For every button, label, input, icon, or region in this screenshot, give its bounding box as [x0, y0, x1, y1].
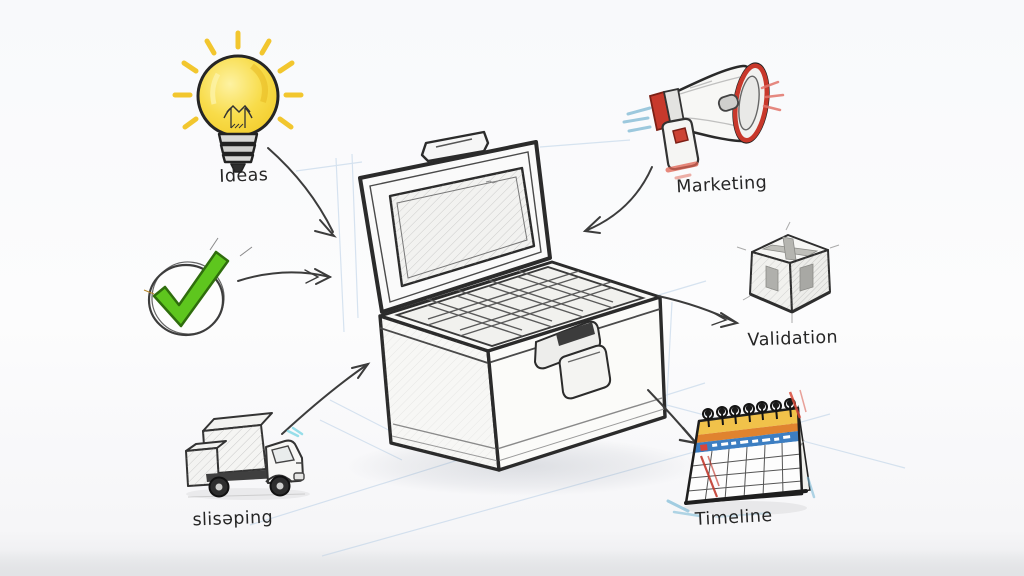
marketing-label: Marketing: [676, 173, 768, 198]
cooler-latch: [533, 320, 612, 400]
megaphone-driver: [717, 93, 740, 112]
tape-tab: [765, 265, 779, 292]
package-box-icon: [736, 221, 840, 323]
cooler-lid: [358, 130, 552, 314]
calendar-blue-accents: [666, 476, 816, 518]
divider-grid: [426, 270, 614, 337]
calendar-header-marks: [712, 435, 791, 447]
arrow-marketing-to-center: [582, 166, 653, 234]
arrow-center-to-validation: [657, 295, 740, 328]
checkmark-icon: [143, 237, 253, 337]
calendar-red-accent: [788, 391, 802, 419]
delivery-truck-icon: [185, 412, 310, 500]
bulb-screw-base: [217, 132, 259, 173]
tape-tab: [799, 263, 814, 292]
calendar-spiral-rings: [702, 398, 796, 428]
lid-scribble: [485, 180, 499, 184]
lightbulb-icon: [172, 30, 304, 173]
desk-calendar-icon: [666, 389, 816, 518]
megaphone-red-lines: [760, 80, 785, 112]
calendar-red-mark: [699, 455, 719, 498]
arrow-check-to-center: [237, 268, 333, 285]
timeline-label: Timeline: [693, 506, 773, 530]
megaphone-handle: [661, 117, 700, 171]
check-glyph: [152, 250, 230, 328]
truck-cyan-accent: [286, 426, 304, 438]
ideas-label: Ideas: [219, 165, 269, 187]
arrows: [237, 147, 740, 445]
megaphone-icon: [622, 62, 785, 180]
arrow-ideas-to-center: [267, 147, 337, 238]
shipping-label: slisəping: [192, 508, 273, 531]
arrow-shipping-to-center: [281, 362, 371, 435]
bulb-rays: [172, 30, 304, 130]
truck-windshield: [271, 445, 295, 464]
bottom-fade: [0, 550, 1024, 576]
bulb-filament: [223, 104, 253, 129]
cooler-body: [378, 260, 667, 472]
validation-label: Validation: [747, 327, 838, 350]
megaphone-blue-lines: [622, 106, 652, 133]
cooler-box-sketch: [347, 130, 697, 496]
